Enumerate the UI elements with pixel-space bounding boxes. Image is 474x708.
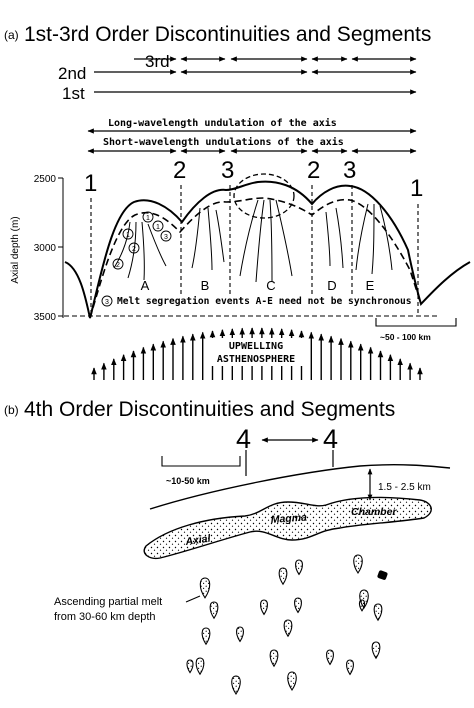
melt-droplet xyxy=(231,675,241,695)
magma-word-axial: Axial xyxy=(184,532,213,548)
disc-label-4-right: 4 xyxy=(323,424,338,454)
melt-droplet xyxy=(353,554,363,574)
melt-droplet xyxy=(199,577,211,599)
order-label-1st: 1st xyxy=(62,84,85,103)
melt-blob-solid xyxy=(377,570,388,580)
disc-label-1-left: 1 xyxy=(84,170,97,197)
seafloor-line xyxy=(149,464,451,510)
melt-event-num: 3 xyxy=(164,234,168,241)
melt-droplets xyxy=(186,554,383,695)
disc-label-4-left: 4 xyxy=(236,424,251,454)
melt-droplet xyxy=(260,599,268,616)
melt-droplet xyxy=(358,599,366,612)
magma-word-chamber: Chamber xyxy=(351,506,397,518)
y-tick-2500: 2500 xyxy=(34,174,57,185)
segment-letter-b: B xyxy=(201,278,210,293)
melt-event-num: 1 xyxy=(156,224,160,231)
segment-letter-e: E xyxy=(366,278,375,293)
disc-label-3-left: 3 xyxy=(221,157,234,184)
melt-fan-curves xyxy=(113,199,393,283)
melt-droplet xyxy=(209,601,219,620)
segment-letter-a: A xyxy=(141,278,150,293)
scale-bar-a xyxy=(375,318,457,327)
panel-a-title: 1st-3rd Order Discontinuities and Segmen… xyxy=(24,23,431,46)
upwelling-label-1: UPWELLING xyxy=(229,341,283,352)
panel-b-tag: (b) xyxy=(4,403,19,417)
melt-droplet xyxy=(278,567,288,586)
y-axis-label: Axial depth (m) xyxy=(10,216,21,283)
disc-label-2-left: 2 xyxy=(173,157,186,184)
undulation-short-label: Short-wavelength undulations of the axis xyxy=(103,136,344,148)
disc-label-2-right: 2 xyxy=(307,157,320,184)
scale-b-label: ~10-50 km xyxy=(166,476,210,486)
melt-note: Melt segregation events A-E need not be … xyxy=(117,295,412,307)
discontinuity-lines xyxy=(90,185,419,316)
upwelling-label-2: ASTHENOSPHERE xyxy=(217,354,295,365)
melt-droplet xyxy=(195,657,205,676)
melt-droplet xyxy=(283,619,293,638)
y-tick-3500: 3500 xyxy=(34,312,57,323)
magma-chamber xyxy=(143,496,432,560)
disc-label-1-right: 1 xyxy=(410,175,423,202)
melt-droplet xyxy=(346,659,354,676)
ascending-pointer xyxy=(185,595,201,603)
y-tick-3000: 3000 xyxy=(34,243,57,254)
melt-event-markers xyxy=(112,211,172,270)
melt-droplet xyxy=(287,671,297,691)
dashed-circle xyxy=(233,173,295,219)
melt-droplet xyxy=(294,597,302,614)
disc-label-3-right: 3 xyxy=(343,157,356,184)
segment-letter-d: D xyxy=(327,278,336,293)
panel-a-tag: (a) xyxy=(4,28,19,42)
ascending-label-2: from 30-60 km depth xyxy=(54,611,156,623)
melt-event-num: 1 xyxy=(126,232,130,239)
ascending-label-1: Ascending partial melt xyxy=(54,596,162,608)
scale-bar-b xyxy=(161,456,241,467)
melt-droplet xyxy=(201,627,211,646)
upwelling-label-bg xyxy=(208,338,304,366)
undulation-long-label: Long-wavelength undulation of the axis xyxy=(108,117,337,129)
melt-note-marker xyxy=(101,295,113,307)
panel-b-title: 4th Order Discontinuities and Segments xyxy=(24,398,395,421)
axis-profile-dashed xyxy=(89,197,422,319)
axis-profile-solid xyxy=(64,180,471,319)
melt-droplet xyxy=(371,641,381,660)
y-ticks xyxy=(58,177,63,317)
melt-event-num: 2 xyxy=(116,262,120,269)
magma-word-magma: Magma xyxy=(270,511,307,526)
melt-droplet xyxy=(373,603,383,622)
order-label-2nd: 2nd xyxy=(58,64,86,83)
melt-note-marker-num: 3 xyxy=(105,299,109,306)
melt-event-num: 1 xyxy=(146,215,150,222)
melt-droplet xyxy=(186,659,194,674)
segment-letter-c: C xyxy=(266,278,275,293)
melt-droplet xyxy=(236,626,244,643)
melt-droplet xyxy=(295,559,303,576)
melt-droplet xyxy=(269,649,279,668)
melt-event-num: 2 xyxy=(132,246,136,253)
depth-label: 1.5 - 2.5 km xyxy=(378,482,431,493)
order-label-3rd: 3rd xyxy=(145,52,170,71)
scale-a-label: ~50 - 100 km xyxy=(380,332,431,342)
melt-droplet xyxy=(326,649,334,666)
